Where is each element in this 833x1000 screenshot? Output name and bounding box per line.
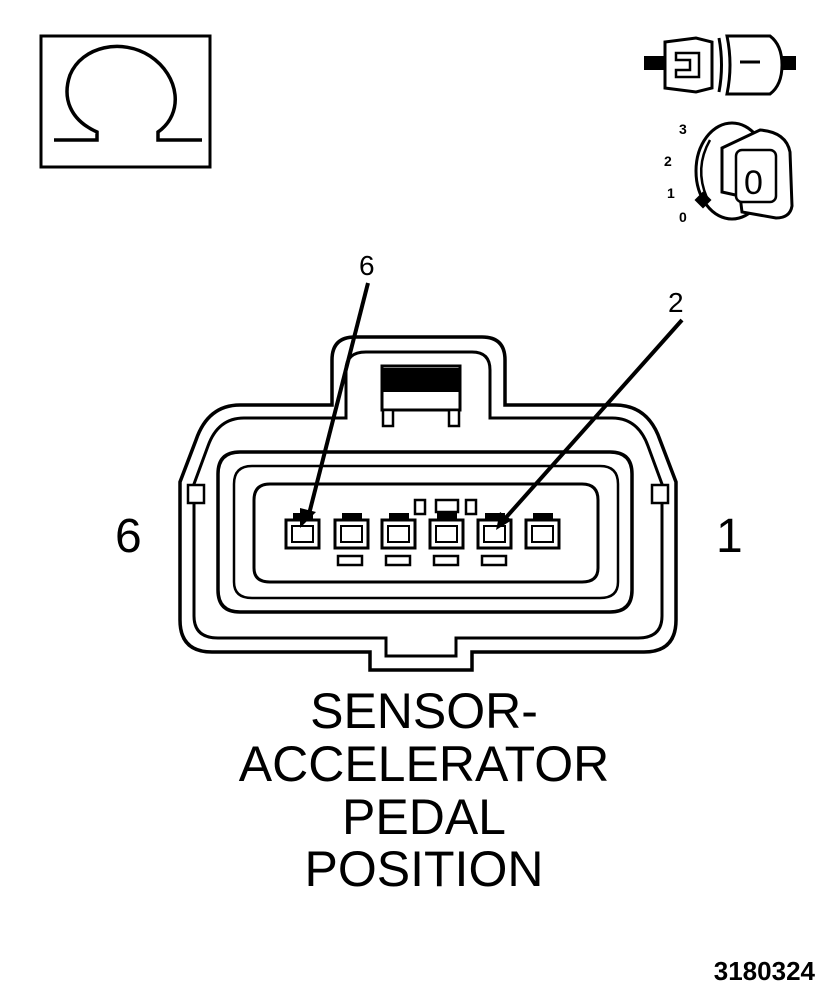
terminal-pin-5: [333, 513, 370, 567]
figure-number: 3180324: [714, 956, 816, 986]
title-line-4: POSITION: [305, 841, 544, 897]
ignition-key-icon: 3 2 1 0 0: [664, 121, 794, 225]
ignition-key-label: 0: [744, 164, 763, 202]
terminal-pin-4: [380, 513, 417, 567]
connector-end-left-label: 6: [115, 510, 142, 563]
leader-pin-2: [500, 318, 684, 524]
ignition-position-1: 1: [667, 185, 675, 201]
arrowhead-pin-2: [496, 512, 512, 530]
leader-pin-6: [306, 282, 370, 519]
callout-leaders: [300, 282, 684, 530]
component-title: SENSOR- ACCELERATOR PEDAL POSITION: [239, 683, 609, 897]
ignition-position-0: 0: [679, 209, 687, 225]
ignition-position-2: 2: [664, 153, 672, 169]
connector-housing: [178, 335, 678, 672]
terminal-pin-1: [524, 513, 561, 550]
disconnected-connector-icon: [644, 34, 796, 96]
terminals: [284, 513, 561, 567]
pin-callout-6: 6: [359, 250, 375, 281]
connector-end-right-label: 1: [716, 510, 743, 563]
title-line-1: SENSOR-: [310, 683, 538, 739]
ohm-icon: [39, 34, 212, 169]
terminal-pin-3: [428, 513, 465, 567]
terminal-pin-2: [476, 513, 513, 567]
title-line-3: PEDAL: [342, 789, 506, 845]
pin-callout-2: 2: [668, 287, 684, 318]
title-line-2: ACCELERATOR: [239, 736, 609, 792]
arrowhead-pin-6: [300, 508, 316, 528]
ignition-position-3: 3: [679, 121, 687, 137]
